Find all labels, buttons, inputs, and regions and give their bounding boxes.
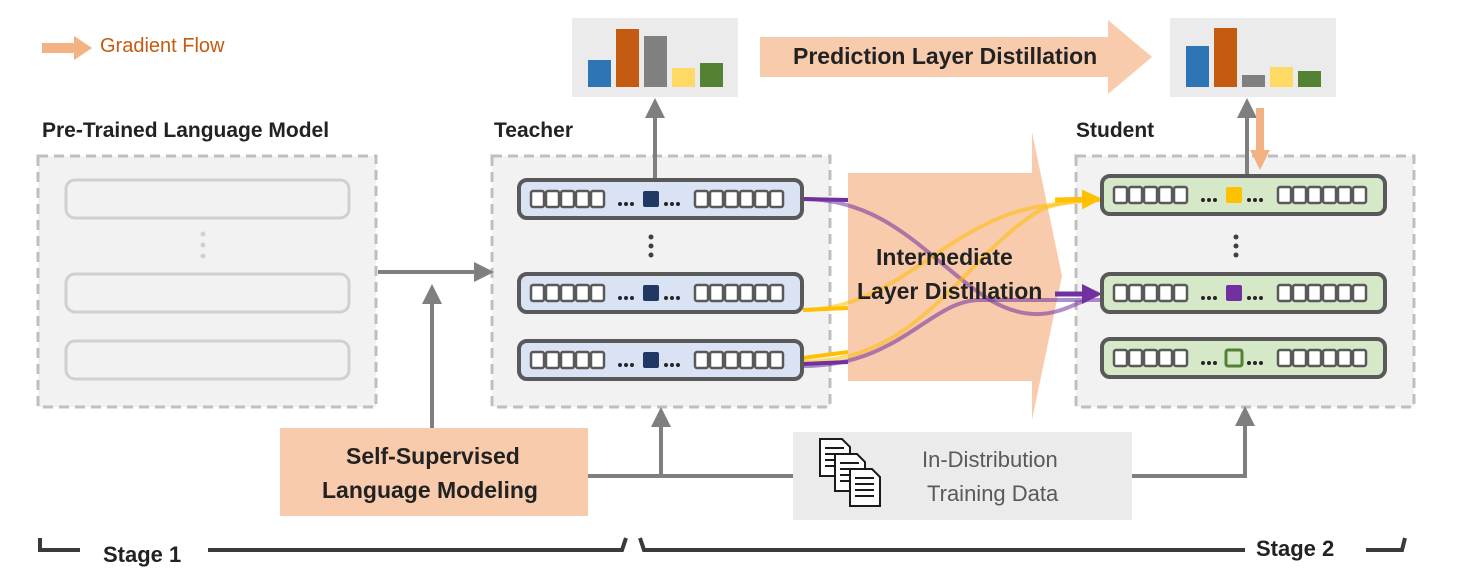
prediction-distillation-label: Prediction Layer Distillation: [793, 43, 1098, 69]
student-prediction-histogram: [1170, 18, 1336, 97]
self-supervised-label-2: Language Modeling: [322, 477, 538, 503]
teacher-layer-top: [517, 178, 804, 220]
intermediate-distillation-label-1: Intermediate: [876, 244, 1013, 270]
student-bar-4: [1270, 67, 1293, 87]
teacher-layers: [517, 178, 804, 381]
teacher-prediction-histogram: [572, 18, 738, 97]
teacher-bar-3: [644, 36, 667, 87]
pretrained-layer-top: [64, 178, 351, 220]
student-bar-2: [1214, 28, 1237, 87]
teacher-bar-5: [700, 63, 723, 87]
intermediate-distillation-label-2: Layer Distillation: [857, 278, 1043, 304]
teacher-vertical-dots: [648, 234, 654, 258]
pretrained-model-box: [36, 154, 378, 409]
student-layer-top: [1100, 174, 1387, 216]
self-supervised-label-1: Self-Supervised: [346, 443, 520, 469]
student-layer-middle: [1100, 272, 1387, 314]
stage-brackets: [38, 537, 1407, 552]
teacher-bar-1: [588, 60, 611, 87]
stage2-label: Stage 2: [1256, 536, 1335, 561]
prediction-distillation-arrow: [760, 20, 1152, 94]
in-distribution-label-1: In-Distribution: [922, 447, 1058, 472]
teacher-bar-4: [672, 68, 695, 87]
student-title: Student: [1076, 119, 1155, 142]
pretrained-model-title: Pre-Trained Language Model: [42, 119, 330, 142]
gradient-flow-label: Gradient Flow: [100, 35, 225, 57]
student-layers: [1100, 174, 1387, 379]
in-distribution-label-2: Training Data: [927, 481, 1059, 506]
documents-icon: [819, 438, 881, 507]
pretrained-layer-bottom: [64, 339, 351, 381]
gradient-flow-arrow: [1250, 108, 1270, 170]
student-bar-5: [1298, 71, 1321, 87]
teacher-layer-middle: [517, 272, 804, 314]
teacher-title: Teacher: [494, 119, 573, 142]
teacher-bar-2: [616, 29, 639, 87]
self-supervised-box: [280, 428, 588, 516]
student-bar-3: [1242, 75, 1265, 87]
pretrained-layer-middle: [64, 272, 351, 314]
student-layer-bottom: [1100, 337, 1387, 379]
teacher-layer-bottom: [517, 339, 804, 381]
stage1-label: Stage 1: [103, 542, 182, 567]
student-vertical-dots: [1233, 234, 1239, 258]
gradient-flow-legend-arrow: [42, 36, 92, 60]
distillation-curves: [802, 189, 1102, 368]
student-bar-1: [1186, 46, 1209, 87]
